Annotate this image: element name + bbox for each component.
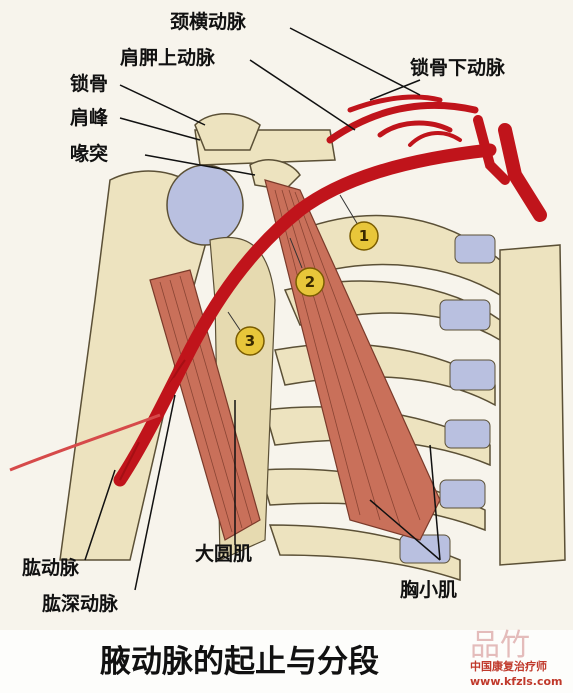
segment-number-3: 3 — [245, 332, 255, 350]
leader-lines — [84, 27, 441, 591]
costal-cartilage — [399, 234, 496, 564]
segment-marker-1: 1 — [339, 194, 379, 251]
label-clavicle: 锁骨 — [70, 72, 108, 95]
label-teres-major: 大圆肌 — [195, 542, 252, 565]
circumflex-branch — [9, 413, 161, 472]
label-transverse-cervical-artery: 颈横动脉 — [170, 10, 247, 33]
axillary-artery — [113, 143, 497, 487]
sternum — [499, 244, 566, 566]
label-brachial-artery: 肱动脉 — [22, 556, 80, 579]
deep-brachial-artery — [137, 377, 178, 443]
label-acromion: 肩峰 — [70, 106, 109, 129]
segment-marker-3: 3 — [227, 311, 265, 356]
teres-major-muscle — [149, 269, 261, 541]
label-pectoralis-minor: 胸小肌 — [400, 578, 457, 601]
segment-number-2: 2 — [305, 273, 315, 291]
label-deep-brachial-artery: 肱深动脉 — [42, 592, 119, 615]
label-subclavian-artery: 锁骨下动脉 — [410, 56, 506, 79]
watermark-logo: 品竹 — [470, 628, 530, 663]
segment-number-1: 1 — [359, 227, 369, 245]
acromion-shape — [194, 113, 261, 151]
watermark: 品竹 中国康复治疗师 www.kfzls.com — [470, 628, 563, 688]
label-suprascapular-artery: 肩胛上动脉 — [120, 46, 216, 69]
watermark-url: www.kfzls.com — [470, 675, 563, 688]
teres-major-fibers — [159, 275, 253, 533]
label-coracoid: 喙突 — [70, 142, 108, 165]
diagram-title: 腋动脉的起止与分段 — [100, 644, 379, 680]
subclavian-artery — [326, 94, 547, 222]
pectoralis-minor-fibers — [274, 189, 421, 526]
segment-marker-2: 2 — [289, 237, 325, 297]
humeral-head — [166, 164, 244, 246]
watermark-org-name: 中国康复治疗师 — [470, 659, 547, 673]
